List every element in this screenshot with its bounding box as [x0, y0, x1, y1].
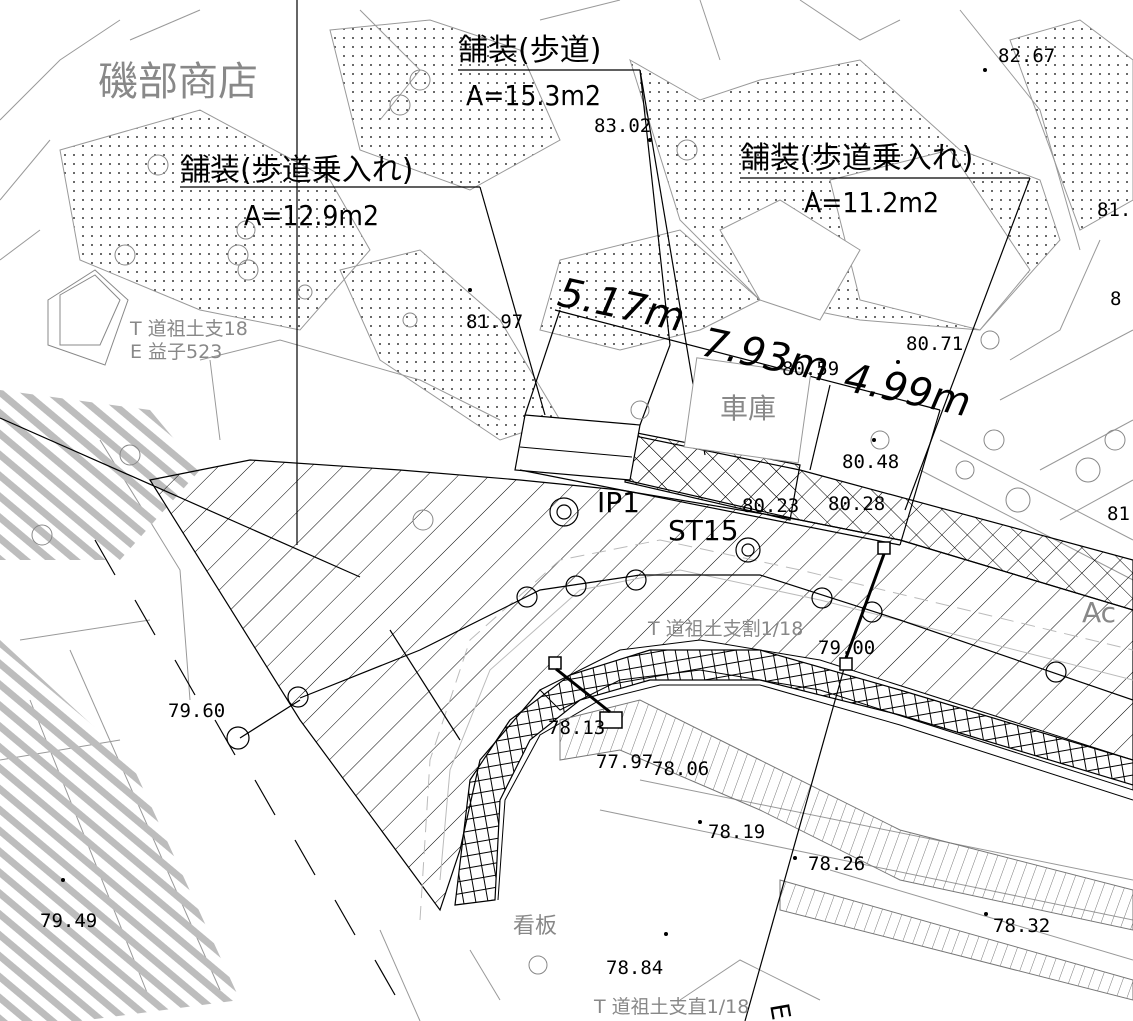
elevation: 77.97	[596, 751, 653, 773]
benchmark-line: E 益子523	[130, 341, 222, 363]
callout-title: 舗装(歩道乗入れ)	[740, 141, 973, 176]
lane-markings	[94, 539, 396, 996]
elevation: 8	[1110, 288, 1121, 310]
elevation: 78.26	[808, 853, 865, 875]
elevation-labels: 82.67 83.02 81.97 80.71 80.59 80.48 80.2…	[40, 45, 1131, 979]
elevation: 79.49	[40, 910, 97, 932]
callout-underlines	[180, 69, 1030, 188]
garage-label: 車庫	[720, 392, 776, 425]
elevation: 80.71	[906, 333, 963, 355]
benchmark-2: T 道祖土支割1/18	[647, 618, 803, 640]
dimension-3: 4.99m	[840, 355, 975, 427]
dotted-lots	[59, 19, 1133, 441]
garage-outline	[683, 357, 812, 464]
curb-grid	[454, 649, 1133, 906]
callout-driveway-left: 舗装(歩道乗入れ) A=12.9m2	[180, 153, 413, 232]
elevation: 81.97	[466, 311, 523, 333]
structures	[226, 497, 1067, 750]
elevation: 80.28	[828, 493, 885, 515]
callout-driveway-right: 舗装(歩道乗入れ) A=11.2m2	[740, 141, 973, 219]
station-label: ST15	[668, 514, 739, 547]
slope-ticks	[559, 699, 1133, 931]
elevation: 83.02	[594, 115, 651, 137]
elevation: 80.23	[742, 495, 799, 517]
ip-point-label: IP1	[597, 486, 640, 519]
callout-area: A=11.2m2	[804, 186, 939, 219]
stake-markers	[548, 541, 891, 729]
elevation: 78.06	[652, 758, 709, 780]
elevation: 78.19	[708, 821, 765, 843]
callout-title: 舗装(歩道乗入れ)	[180, 153, 413, 188]
trees	[31, 69, 1126, 975]
callout-title: 舗装(歩道)	[458, 33, 601, 68]
driveway-left	[514, 414, 641, 481]
elevation: 78.84	[606, 957, 663, 979]
benchmark-1: T 道祖土支18 E 益子523	[129, 318, 248, 363]
elevation: 79.60	[168, 700, 225, 722]
shop-name: 磯部商店	[98, 59, 258, 105]
eq-label: Eq	[763, 1001, 798, 1021]
callout-area: A=12.9m2	[244, 199, 379, 232]
spot-points	[61, 68, 988, 936]
benchmark-line: T 道祖土支18	[129, 318, 248, 340]
elevation: 78.32	[993, 915, 1050, 937]
elevation: 80.48	[842, 451, 899, 473]
elevation: 81	[1107, 503, 1130, 525]
sign-label: 看板	[513, 914, 557, 939]
crosswalk-left	[0, 390, 240, 1021]
callout-sidewalk: 舗装(歩道) A=15.3m2	[458, 33, 601, 112]
elevation: 82.67	[998, 45, 1055, 67]
elevation: 78.13	[548, 717, 605, 739]
callout-area: A=15.3m2	[466, 79, 601, 112]
elevation: 80.59	[782, 358, 839, 380]
elevation: 81.	[1097, 199, 1131, 221]
ac-label: Ac	[1082, 596, 1116, 629]
benchmark-3: T 道祖土支直1/18	[593, 996, 749, 1018]
elevation: 79.00	[818, 637, 875, 659]
